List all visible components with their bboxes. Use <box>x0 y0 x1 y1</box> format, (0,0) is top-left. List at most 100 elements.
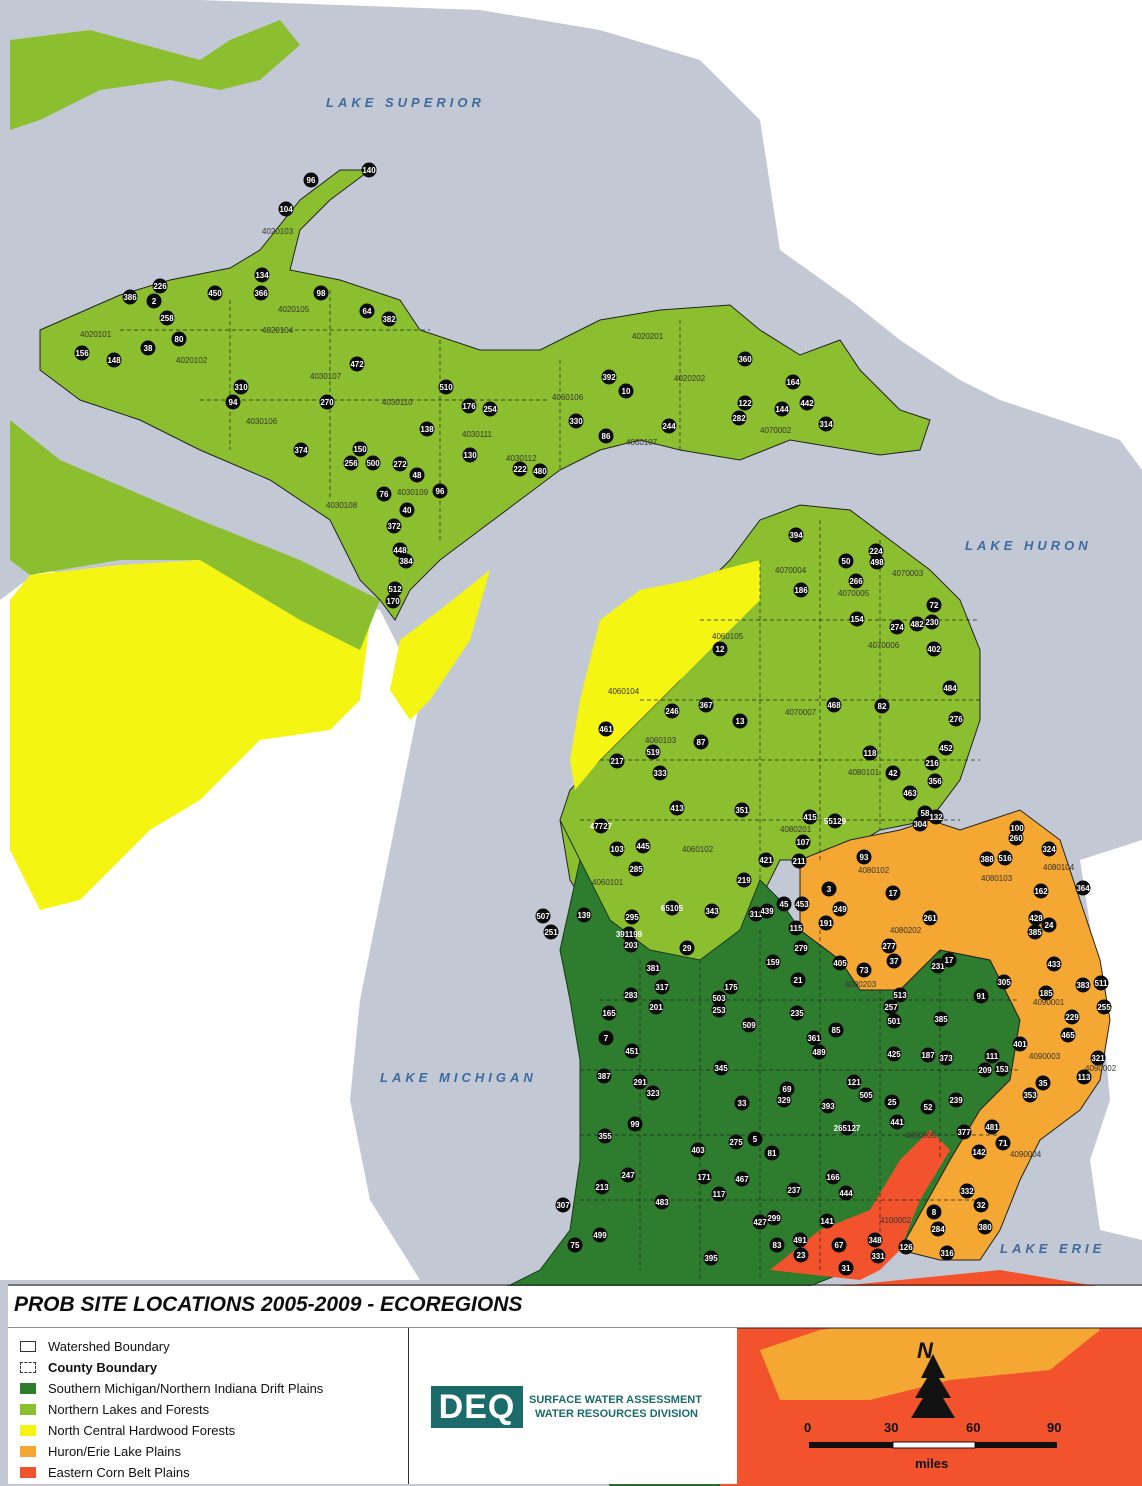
site-dot <box>1008 830 1024 846</box>
site-marker: 2 <box>146 293 162 309</box>
north-arrow-tree-icon <box>911 1354 955 1418</box>
site-dot <box>543 924 559 940</box>
site-dot <box>664 900 680 916</box>
site-number: 96 <box>307 176 316 185</box>
site-marker: 512 <box>387 581 403 597</box>
site-number: 295 <box>625 913 639 922</box>
site-number: 126 <box>899 1243 913 1252</box>
site-number: 75 <box>571 1241 580 1250</box>
site-marker: 107 <box>795 834 811 850</box>
site-marker: 501 <box>886 1013 902 1029</box>
site-dot <box>1035 1075 1051 1091</box>
site-marker: 395 <box>703 1250 719 1266</box>
site-dot <box>1041 917 1057 933</box>
site-number: 513 <box>893 991 907 1000</box>
legend-watershed: Watershed Boundary <box>20 1336 170 1356</box>
site-marker: 413 <box>669 800 685 816</box>
huc-label: 4080104 <box>1043 863 1075 872</box>
huc-label: 4080203 <box>845 980 877 989</box>
site-dot <box>892 987 908 1003</box>
site-marker: 159 <box>765 954 781 970</box>
site-marker: 282 <box>731 410 747 426</box>
site-dot <box>765 954 781 970</box>
site-dot <box>512 461 528 477</box>
site-marker: 244 <box>661 418 677 434</box>
site-marker: 321 <box>1090 1050 1106 1066</box>
division-line-2: WATER RESOURCES DIVISION <box>535 1408 698 1420</box>
site-dot <box>1027 924 1043 940</box>
scale-tick-0: 0 <box>804 1420 812 1435</box>
huc-label: 4060107 <box>626 438 658 447</box>
site-marker: 255 <box>1096 999 1112 1015</box>
huc-label: 4070004 <box>775 566 807 575</box>
site-marker: 52 <box>920 1099 936 1115</box>
site-dot <box>734 1171 750 1187</box>
site-dot <box>628 861 644 877</box>
huc-label: 4030110 <box>382 398 413 407</box>
huc-label: 4080201 <box>780 825 812 834</box>
site-dot <box>821 881 837 897</box>
site-number: 24 <box>1045 921 1054 930</box>
site-number: 374 <box>294 446 308 455</box>
site-dot <box>811 1044 827 1060</box>
site-dot <box>592 1227 608 1243</box>
site-dot <box>902 785 918 801</box>
site-marker: 345 <box>713 1060 729 1076</box>
site-dot <box>774 401 790 417</box>
legend-county: County Boundary <box>20 1357 157 1377</box>
site-number: 8 <box>932 1208 937 1217</box>
site-marker: 231 <box>930 958 946 974</box>
site-number: 144 <box>775 405 789 414</box>
scale-bar-seg-3 <box>975 1442 1057 1448</box>
huc-label: 4060102 <box>682 845 714 854</box>
site-number: 148 <box>107 356 121 365</box>
lake-huron-label: LAKE HURON <box>965 538 1092 553</box>
site-number: 304 <box>913 820 927 829</box>
site-number: 360 <box>738 355 752 364</box>
site-marker: 483 <box>654 1194 670 1210</box>
site-number: 244 <box>662 422 676 431</box>
site-marker: 111 <box>984 1048 1000 1064</box>
site-number: 511 <box>1095 979 1108 988</box>
site-marker: 35 <box>1035 1075 1051 1091</box>
site-number: 388 <box>980 855 994 864</box>
site-number: 154 <box>850 615 864 624</box>
site-number: 481 <box>985 1123 999 1132</box>
site-marker: 33 <box>734 1095 750 1111</box>
site-number: 468 <box>827 701 841 710</box>
site-marker: 67 <box>831 1237 847 1253</box>
site-dot <box>664 703 680 719</box>
site-marker: 103 <box>609 841 625 857</box>
site-dot <box>928 809 944 825</box>
site-number: 104 <box>279 205 293 214</box>
site-marker: 82 <box>874 698 890 714</box>
site-number: 80 <box>175 335 184 344</box>
site-number: 5 <box>753 1135 758 1144</box>
site-number: 382 <box>382 315 396 324</box>
site-marker: 275 <box>728 1134 744 1150</box>
site-dot <box>933 1011 949 1027</box>
site-dot <box>598 721 614 737</box>
site-dot <box>820 1098 836 1114</box>
site-marker: 170 <box>385 593 401 609</box>
site-dot <box>723 979 739 995</box>
site-marker: 203 <box>623 937 639 953</box>
site-dot <box>930 1221 946 1237</box>
huc-label: 4050005 <box>905 1131 937 1140</box>
region-eastern-corn <box>770 1130 950 1280</box>
site-dot <box>984 1048 1000 1064</box>
site-marker: 138 <box>419 421 435 437</box>
site-marker: 445 <box>635 838 651 854</box>
site-marker: 42 <box>885 765 901 781</box>
northern-swatch <box>20 1403 36 1415</box>
site-number: 444 <box>839 1189 853 1198</box>
site-number: 314 <box>819 420 833 429</box>
site-marker: 37 <box>886 953 902 969</box>
huc-label: 4070006 <box>868 641 900 650</box>
site-marker: 83 <box>769 1237 785 1253</box>
huc-label: 4020202 <box>674 374 706 383</box>
site-dot <box>146 293 162 309</box>
site-dot <box>303 172 319 188</box>
site-marker: 314 <box>818 416 834 432</box>
site-number: 465 <box>1061 1031 1075 1040</box>
